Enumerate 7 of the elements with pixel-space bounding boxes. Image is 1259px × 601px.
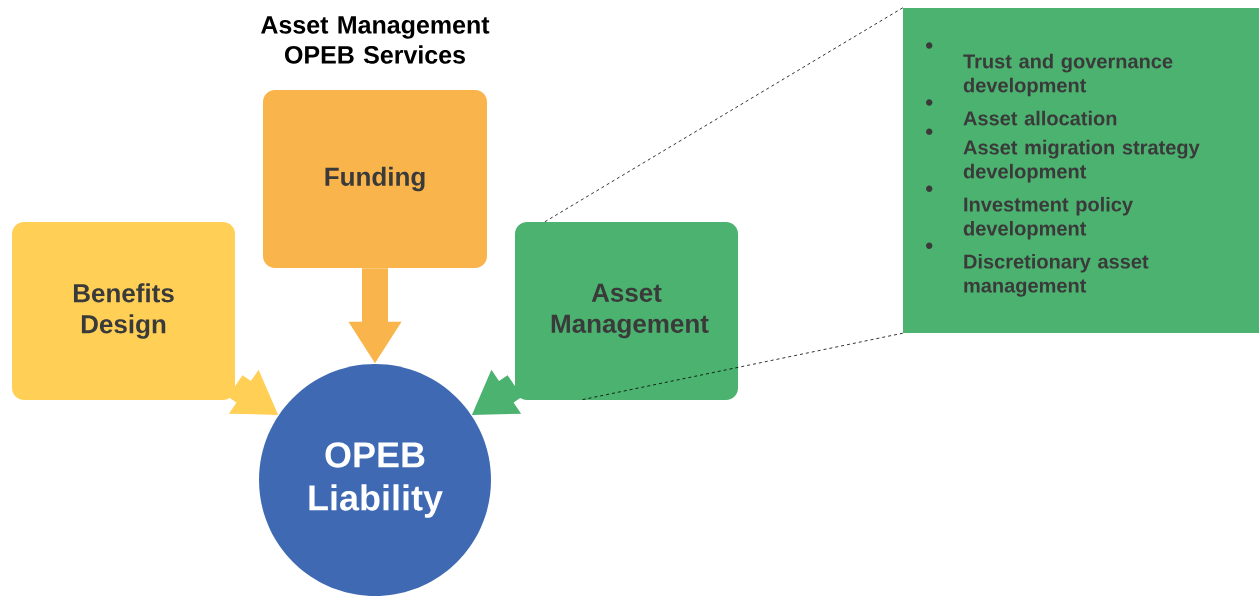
callout-box: Asset Management xyxy=(515,222,738,400)
bullet-list-box: Trust and governance development Asset allocation Asset migration strategy development Investment policy development Discretionary asset management xyxy=(903,8,1259,333)
title: Asset Management OPEB Services xyxy=(261,16,490,64)
dashed-line xyxy=(544,7,904,223)
callout-box: Funding xyxy=(263,90,487,268)
dashed-line xyxy=(579,332,904,401)
callout-box: Benefits Design xyxy=(12,222,235,400)
